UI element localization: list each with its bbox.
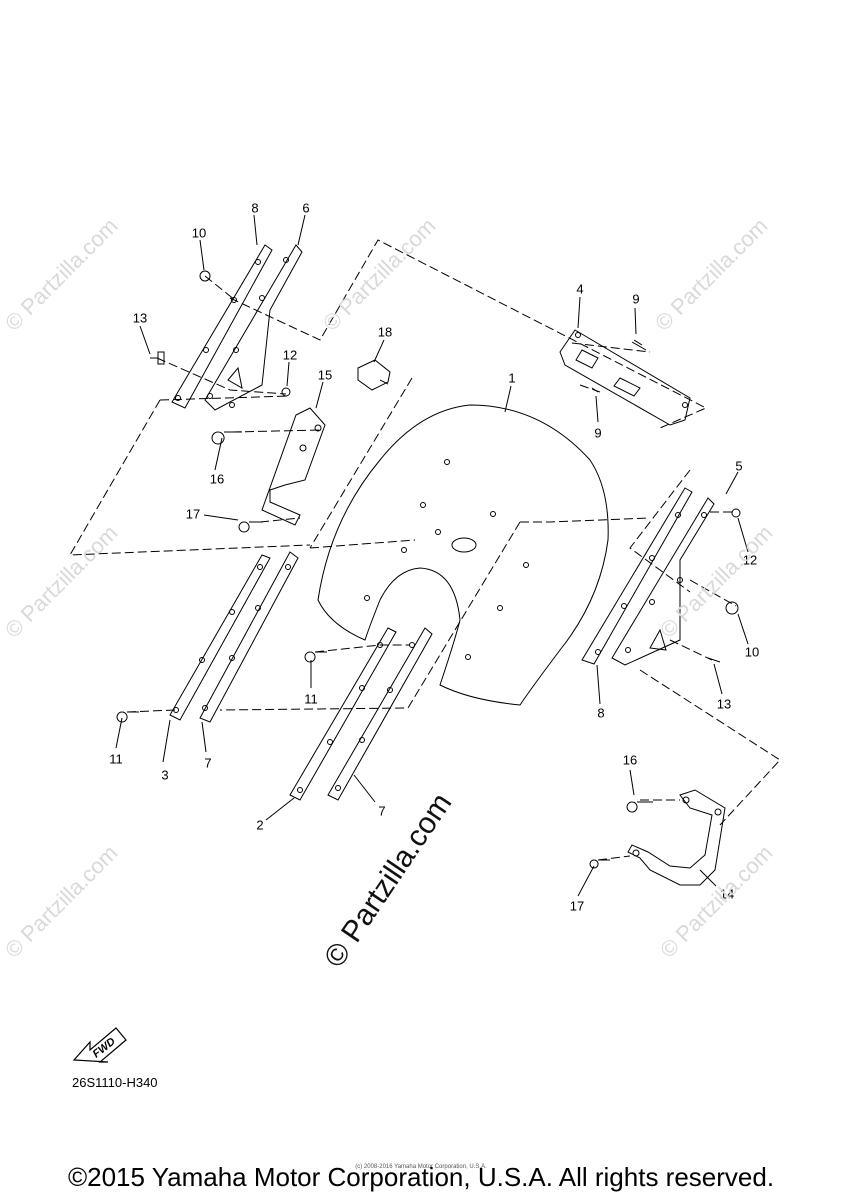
label-part-8-left: 8 — [251, 200, 259, 216]
label-part-9-bottom: 9 — [594, 425, 602, 441]
label-part-17-right: 17 — [569, 898, 585, 914]
tiny-copyright: (c) 2008-2016 Yamaha Motor Corporation, … — [355, 1164, 487, 1170]
label-part-7-center: 7 — [378, 803, 386, 819]
bracket-8-right — [581, 487, 693, 665]
bracket-15 — [261, 407, 326, 526]
fwd-arrow-icon: FWD — [72, 1027, 127, 1063]
label-part-14: 14 — [719, 886, 735, 902]
pad-18 — [357, 359, 391, 391]
windshield-holes — [364, 459, 529, 660]
label-part-7-left: 7 — [204, 755, 212, 771]
bracket-14 — [627, 789, 726, 886]
label-part-12-left: 12 — [282, 347, 298, 363]
label-part-11-center: 11 — [304, 691, 318, 707]
label-part-4: 4 — [576, 281, 584, 297]
bracket-8-left — [171, 244, 273, 409]
label-part-15: 15 — [317, 367, 333, 383]
label-part-16-right: 16 — [622, 752, 638, 768]
dashed-guide-lines — [69, 239, 781, 861]
leader-lines — [115, 214, 749, 897]
bracket-5 — [611, 497, 715, 666]
label-part-5: 5 — [735, 458, 743, 474]
bracket-4 — [559, 329, 691, 426]
label-part-10-left: 10 — [191, 225, 207, 241]
fasteners — [116, 270, 741, 869]
label-part-17-left: 17 — [185, 506, 201, 522]
label-part-13-right: 13 — [716, 696, 732, 712]
label-part-11-left: 11 — [109, 751, 123, 767]
copyright-notice: ©2015 Yamaha Motor Corporation, U.S.A. A… — [67, 1162, 775, 1192]
label-part-9-top: 9 — [632, 291, 640, 307]
label-part-8-right: 8 — [597, 705, 605, 721]
bracket-6 — [204, 244, 303, 411]
label-part-1: 1 — [508, 370, 516, 386]
strip-2 — [289, 627, 397, 801]
label-part-2: 2 — [256, 817, 264, 833]
label-part-10-right: 10 — [744, 644, 760, 660]
strip-7-center — [327, 627, 433, 801]
label-part-12-right: 12 — [742, 552, 758, 568]
label-part-16-left: 16 — [209, 471, 225, 487]
label-part-3: 3 — [161, 767, 169, 783]
diagram-code: 26S1110-H340 — [72, 1075, 158, 1090]
label-part-13-left: 13 — [132, 310, 148, 326]
label-part-18: 18 — [377, 324, 393, 340]
label-part-6: 6 — [302, 200, 310, 216]
windshield — [317, 404, 609, 706]
strip-7-left — [199, 551, 299, 723]
